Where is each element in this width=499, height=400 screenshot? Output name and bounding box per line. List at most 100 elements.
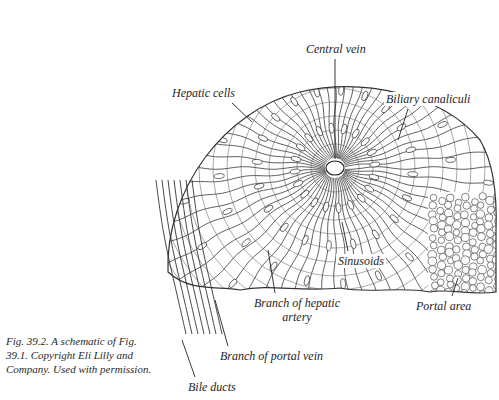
lobule-outline — [168, 87, 496, 293]
cell-wall — [143, 168, 144, 188]
cell-wall — [312, 387, 335, 388]
portal-cell — [477, 273, 484, 280]
hepatic-cord — [337, 0, 361, 158]
sinusoid — [299, 189, 310, 199]
cell-wall — [383, 147, 385, 152]
cell-wall — [330, 219, 335, 220]
cell-wall — [464, 331, 482, 345]
cell-wall — [319, 117, 324, 118]
cell-wall — [335, 233, 342, 234]
cell-wall — [134, 257, 144, 278]
cell-wall — [227, 168, 229, 179]
cell-wall — [300, 207, 304, 210]
sinusoid — [290, 96, 299, 107]
cell-wall — [356, 175, 358, 177]
portal-cell — [430, 194, 437, 201]
sinusoid — [435, 1, 444, 12]
hepatic-cord — [343, 47, 499, 162]
cell-wall — [244, 77, 253, 86]
cell-wall — [147, 252, 157, 271]
cell-wall — [147, 109, 152, 128]
cell-wall — [298, 176, 299, 180]
cell-wall — [158, 131, 161, 149]
portal-cell — [454, 205, 461, 212]
cell-wall — [366, 146, 368, 149]
portal-cell — [478, 233, 486, 241]
hepatic-cord — [95, 167, 325, 170]
hepatic-cord — [344, 171, 499, 243]
cell-wall — [405, 105, 411, 113]
cell-wall — [416, 206, 420, 215]
cell-wall — [331, 205, 335, 206]
cell-wall — [291, 115, 296, 119]
cell-wall — [120, 214, 126, 236]
portal-cell — [437, 246, 445, 254]
cell-wall — [144, 188, 147, 208]
cell-wall — [255, 176, 256, 184]
sinusoid — [480, 131, 491, 138]
cell-wall — [214, 0, 232, 1]
sinusoid — [228, 278, 238, 289]
cell-wall — [310, 244, 318, 246]
cell-wall — [120, 100, 126, 122]
cell-wall — [312, 175, 314, 177]
portal-cell — [463, 243, 471, 251]
part-label: Biliary canaliculi — [384, 92, 472, 106]
cell-wall — [498, 297, 499, 315]
cell-wall — [321, 147, 323, 148]
sinusoid — [298, 12, 305, 23]
portal-cell — [444, 201, 451, 208]
portal-cell — [454, 237, 461, 244]
cell-wall — [456, 1, 473, 15]
vessel-wall — [186, 180, 216, 334]
hepatic-cord — [344, 69, 499, 163]
cell-wall — [134, 58, 144, 79]
sinusoid — [279, 222, 289, 233]
hepatic-cord — [156, 8, 327, 161]
cell-wall — [325, 74, 335, 76]
cell-wall — [281, 262, 291, 267]
cell-wall — [293, 35, 307, 39]
cell-wall — [213, 46, 225, 58]
cell-wall — [355, 356, 375, 359]
cell-wall — [255, 240, 263, 248]
cell-wall — [224, 57, 235, 68]
cell-wall — [308, 228, 314, 230]
cell-wall — [243, 188, 246, 198]
cell-wall — [239, 26, 253, 35]
cell-wall — [374, 115, 379, 119]
cell-wall — [236, 86, 244, 96]
cell-wall — [282, 124, 286, 129]
cell-wall — [434, 124, 438, 135]
cell-wall — [400, 208, 405, 215]
sinusoid — [402, 194, 413, 202]
cell-wall — [290, 137, 293, 142]
cell-wall — [377, 137, 380, 142]
cell-wall — [431, 2, 448, 13]
cell-wall — [422, 222, 428, 231]
cell-wall — [235, 47, 247, 57]
cell-wall — [445, 46, 457, 58]
cell-wall — [280, 337, 298, 342]
cell-wall — [402, 18, 417, 26]
cell-wall — [446, 68, 456, 80]
sinusoid — [437, 120, 448, 128]
portal-cell — [444, 288, 452, 296]
cell-wall — [284, 152, 285, 157]
hepatic-cord — [339, 0, 455, 159]
cell-wall — [354, 342, 372, 345]
cell-wall — [343, 88, 351, 89]
cell-wall — [415, 269, 426, 278]
cell-wall — [395, 188, 397, 194]
cell-wall — [349, 33, 363, 35]
cell-wall — [370, 129, 374, 133]
cell-wall — [335, 191, 338, 192]
cell-wall — [328, 102, 335, 103]
cell-wall — [427, 148, 429, 158]
cell-wall — [286, 119, 291, 124]
portal-cell — [429, 217, 437, 225]
hepatic-cord — [96, 170, 325, 194]
cell-wall — [278, 129, 282, 135]
cell-wall — [168, 289, 182, 306]
cell-wall — [357, 62, 368, 65]
